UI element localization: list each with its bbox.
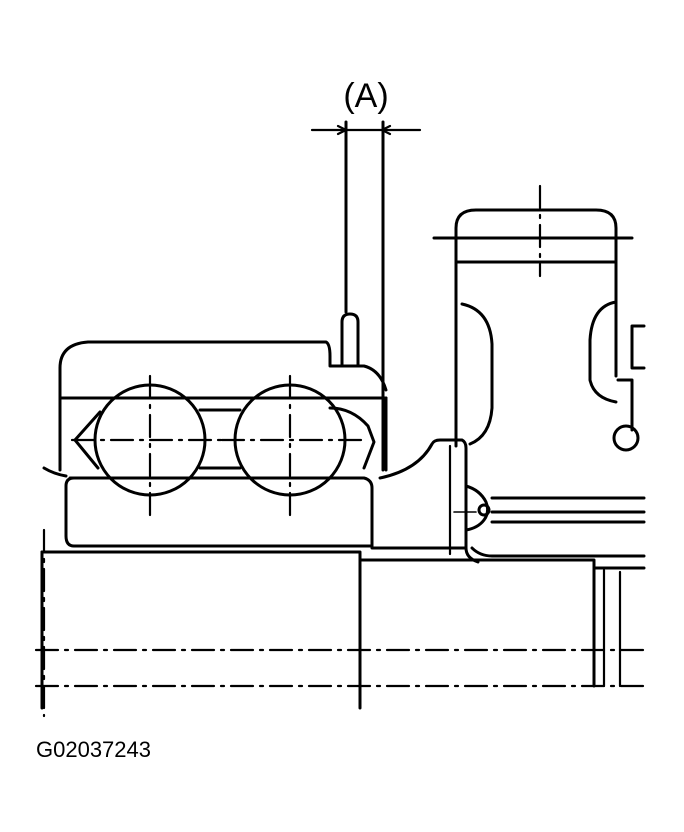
- shaft: [34, 528, 648, 718]
- bearing-ball-right: [220, 374, 364, 522]
- key-pin: [340, 312, 360, 368]
- spacer-collar: [370, 438, 480, 564]
- dimension-a-label: (A): [343, 77, 388, 115]
- gear-hub: [432, 184, 646, 558]
- bearing-inner-race: [42, 466, 374, 548]
- bearing-ball-left: [70, 374, 224, 522]
- dimension-a: (A): [310, 77, 422, 472]
- figure-code: G02037243: [36, 737, 151, 762]
- bearing-outer-race: [58, 340, 388, 472]
